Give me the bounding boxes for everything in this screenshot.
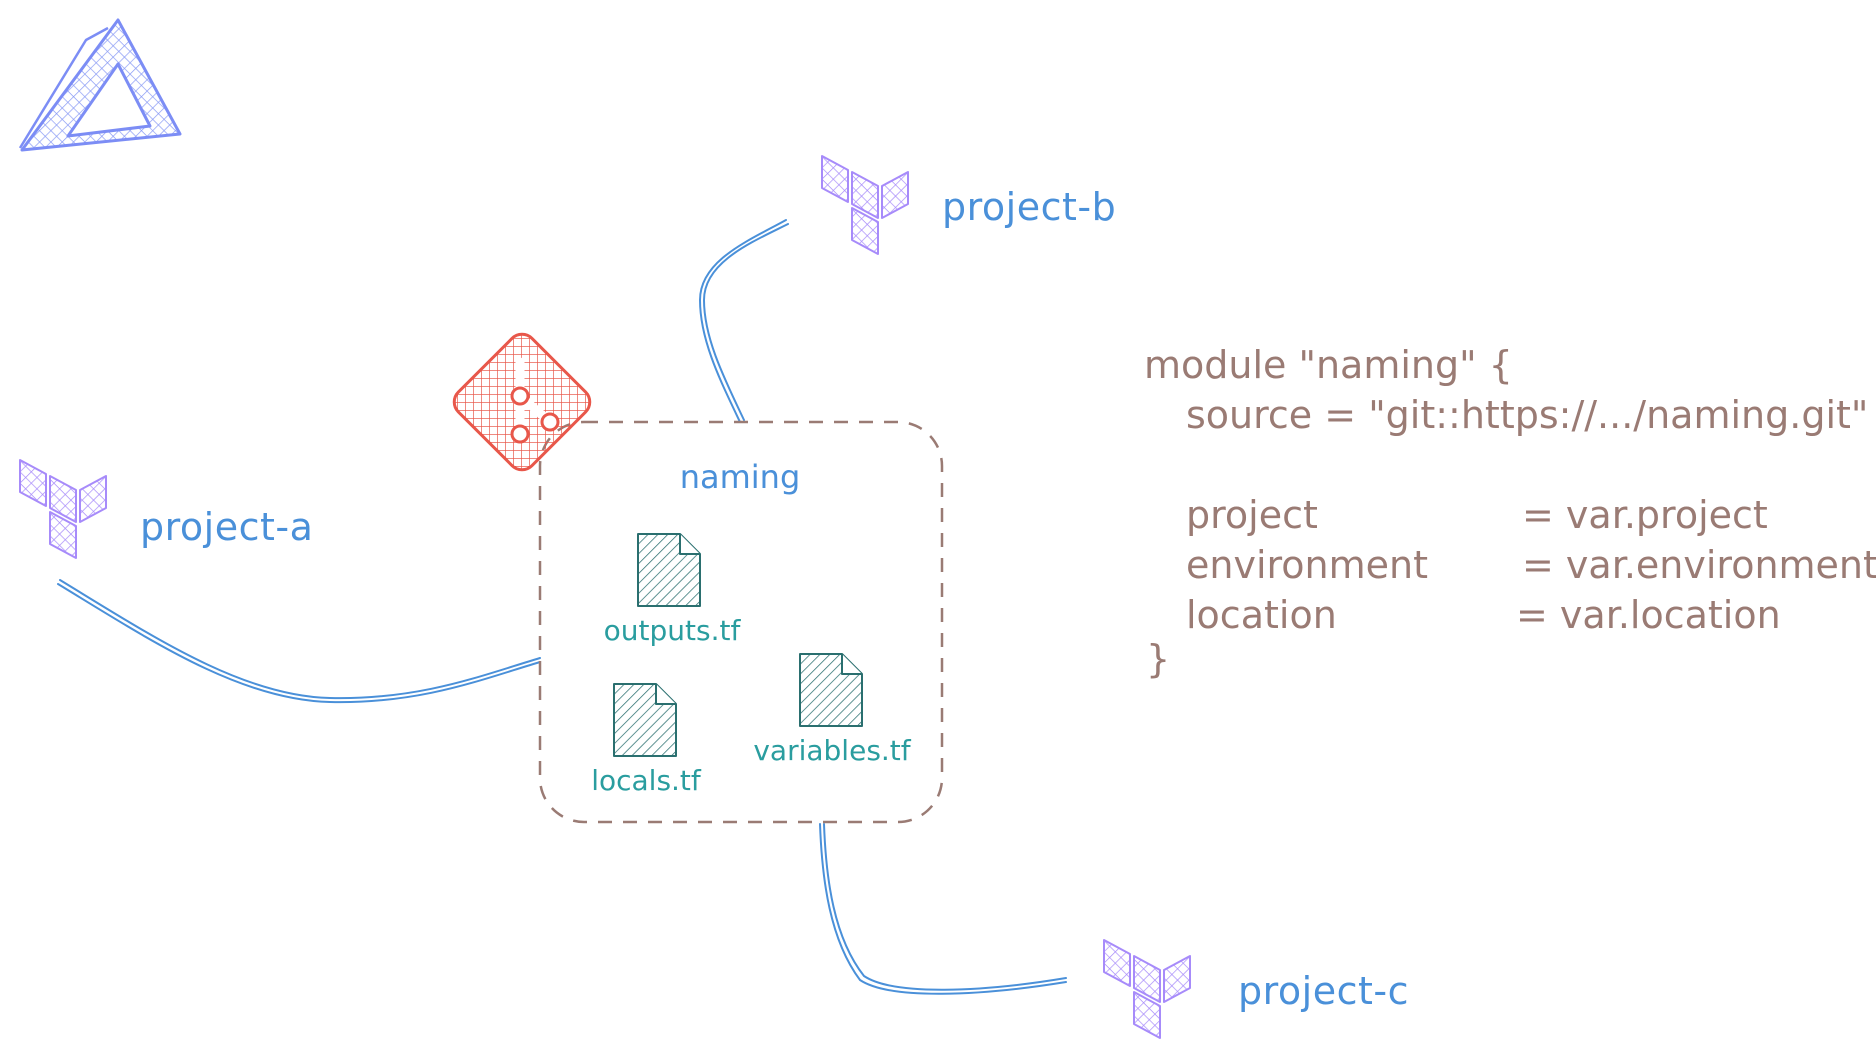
code-arg-name-project: project xyxy=(1186,493,1318,537)
terraform-icon-a xyxy=(19,459,107,559)
git-icon xyxy=(452,332,592,472)
project-a-label: project-a xyxy=(140,505,313,549)
file-label-outputs: outputs.tf xyxy=(604,614,742,647)
module-title: naming xyxy=(680,458,801,496)
file-icon-outputs xyxy=(637,533,701,607)
terraform-icon-b xyxy=(821,155,909,255)
file-label-locals: locals.tf xyxy=(591,764,702,797)
file-icon-locals xyxy=(613,683,677,757)
code-arg-name-location: location xyxy=(1186,593,1337,637)
module-container xyxy=(538,420,944,824)
triangle-logo-icon xyxy=(18,18,182,152)
project-c-label: project-c xyxy=(1238,969,1409,1013)
code-arg-value-environment: = var.environment xyxy=(1522,543,1876,587)
file-icon-variables xyxy=(799,653,863,727)
connector-project-b xyxy=(698,219,789,423)
code-block: module "naming" { source = "git::https:/… xyxy=(1144,343,1876,681)
code-arg-value-location: = var.location xyxy=(1516,593,1781,637)
file-label-variables: variables.tf xyxy=(753,734,911,767)
connector-project-a xyxy=(57,579,541,704)
code-arg-value-project: = var.project xyxy=(1522,493,1768,537)
project-b-label: project-b xyxy=(942,185,1116,229)
code-source-line: source = "git::https://.../naming.git" xyxy=(1186,393,1868,437)
code-close-brace: } xyxy=(1146,637,1170,681)
code-arg-name-environment: environment xyxy=(1186,543,1428,587)
terraform-icon-c xyxy=(1103,939,1191,1039)
connector-project-c xyxy=(819,823,1067,995)
code-module-line: module "naming" { xyxy=(1144,343,1513,387)
